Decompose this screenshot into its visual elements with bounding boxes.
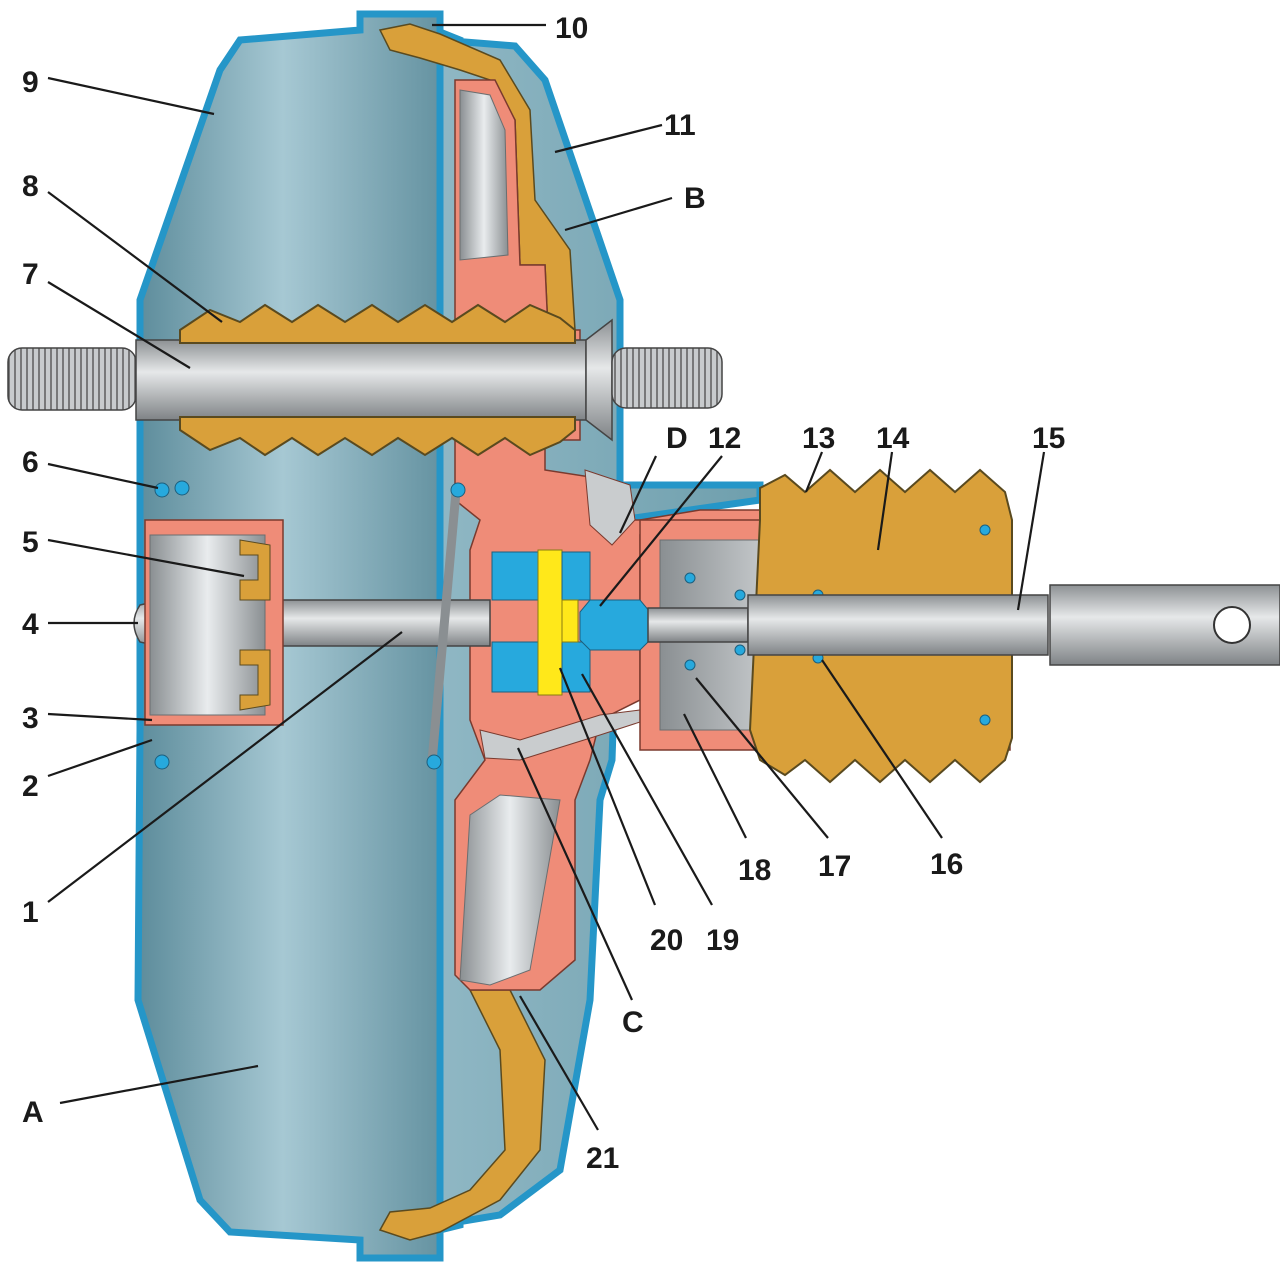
label-7: 7 [22,258,39,291]
rods [7,303,1280,666]
label-c: C [622,1006,644,1039]
label-16: 16 [930,848,963,881]
front-rod [135,339,587,421]
valve-stop-yellow [561,599,579,643]
spring-end-bottom [426,754,442,770]
label-18: 18 [738,854,771,887]
seal-ring-top [239,539,271,601]
rod-bellows-top [179,303,576,344]
label-9: 9 [22,66,39,99]
input-rod-main [747,594,1049,656]
part-labels: 9 10 11 B 8 7 6 5 4 3 2 1 A 21 C 20 19 1… [22,12,1065,1175]
rod-bellows-bottom [179,416,576,457]
label-14: 14 [876,422,910,455]
label-11: 11 [664,109,696,142]
valve-seat-left-top [491,551,539,601]
valve-seat-right-top [561,551,591,601]
piston-rib-upper [459,89,509,261]
front-rod-flange [585,318,613,442]
label-1: 1 [22,896,39,929]
seal-cup-inner [149,534,266,716]
label-4: 4 [22,608,39,641]
piston-rib-lower [459,794,561,986]
retainer-ring-top2 [174,480,190,496]
label-8: 8 [22,170,39,203]
valve-seat-left-bottom [491,641,539,693]
retainer-ring-top [154,482,170,498]
valve-plunger [579,599,651,651]
label-17: 17 [818,850,851,883]
label-5: 5 [22,526,39,559]
label-6: 6 [22,446,39,479]
reaction-disc [537,549,563,696]
front-rod-thread [7,347,137,411]
return-springs [684,524,991,726]
spring-end-top [450,482,466,498]
label-10: 10 [555,12,588,45]
label-20: 20 [650,924,683,957]
leader-lines [47,23,1046,1131]
label-3: 3 [22,702,39,735]
input-rod [647,607,749,643]
front-seal-assembly [144,480,284,770]
label-13: 13 [802,422,835,455]
label-19: 19 [706,924,739,957]
label-d: D [666,422,688,455]
label-12: 12 [708,422,741,455]
label-a: A [22,1096,44,1129]
label-b: B [684,182,706,215]
clevis-hole [1213,606,1251,644]
front-rod-rear-thread [611,347,723,409]
label-2: 2 [22,770,39,803]
seal-ring-bottom [239,649,271,711]
retainer-ring-bottom [154,754,170,770]
label-21: 21 [586,1142,619,1175]
label-15: 15 [1032,422,1065,455]
diaphragm-return-spring [427,491,461,763]
